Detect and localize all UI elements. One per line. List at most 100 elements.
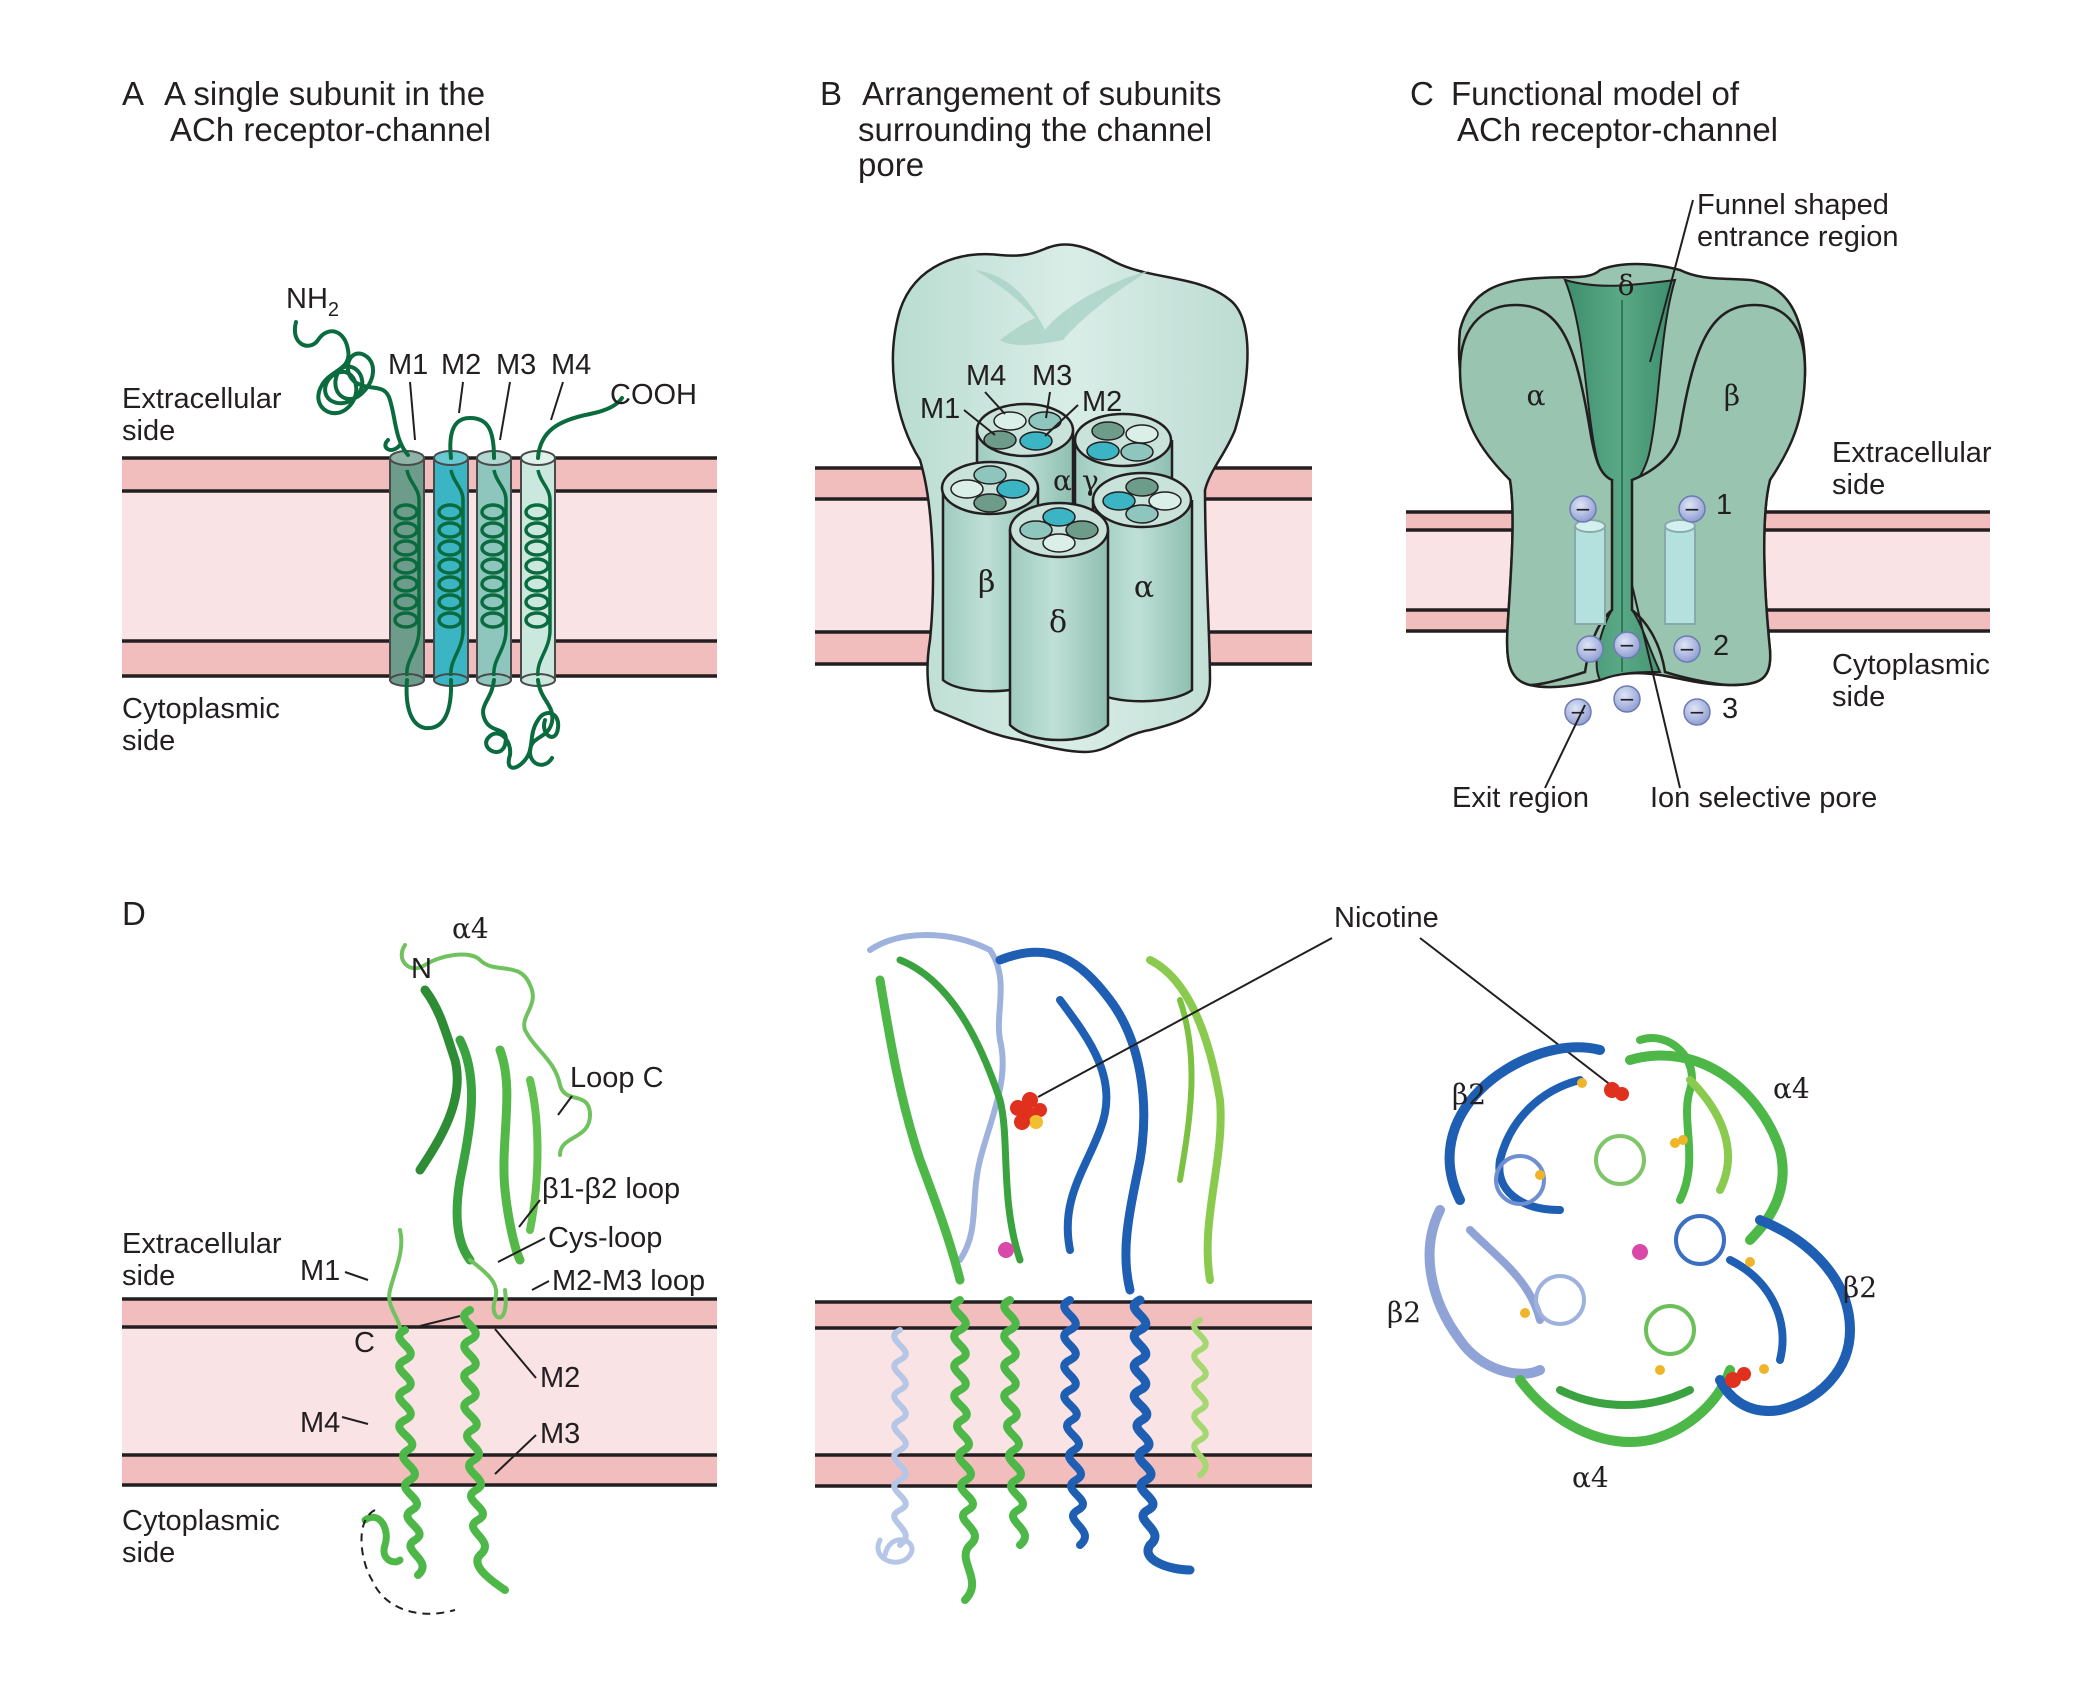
- subunit-label-alpha-back: α: [1053, 464, 1072, 497]
- nicotine-label: Nicotine: [1334, 902, 1439, 934]
- panel-a-title-line2: ACh receptor-channel: [170, 111, 491, 148]
- cooh-terminus-label: COOH: [610, 379, 697, 411]
- cytoplasmic-label-c-1: Cytoplasmic: [1832, 649, 1990, 681]
- leaders-d-left: [341, 1095, 573, 1475]
- subunit-label-beta: β: [978, 565, 995, 600]
- helix-turn: [480, 557, 506, 575]
- yellow-residues-top: [1520, 1078, 1769, 1375]
- top-label-beta2-right: β2: [1843, 1271, 1877, 1304]
- extracellular-label-d-1: Extracellular: [122, 1228, 282, 1260]
- top-label-alpha4-bottom: α4: [1572, 1461, 1609, 1494]
- cytoplasmic-label-d-2: side: [122, 1537, 175, 1569]
- negative-charge-symbol: −: [1582, 637, 1599, 661]
- helix-turn: [524, 521, 550, 539]
- panel-c-title-line2: ACh receptor-channel: [1457, 111, 1778, 148]
- helix-turn: [524, 503, 550, 521]
- membrane-d-left: [122, 1297, 717, 1487]
- helix-turn: [524, 593, 550, 611]
- panel-d-letter: D: [122, 895, 146, 932]
- helix-turn: [437, 503, 463, 521]
- segment-label-m4: M4: [551, 349, 591, 381]
- m2-helices-c: [1574, 519, 1696, 625]
- panel-b-title-line3: pore: [858, 146, 924, 183]
- panel-a-title-line1: A single subunit in the: [164, 75, 485, 112]
- segment-label-b-m4: M4: [966, 360, 1006, 392]
- extracellular-label-c-2: side: [1832, 469, 1885, 501]
- helix-strand: [405, 469, 421, 677]
- negative-charge-symbol: −: [1619, 687, 1636, 711]
- negative-charge-icon: [1576, 635, 1604, 663]
- negative-charge-icon: [1683, 698, 1711, 726]
- helix-turn: [393, 593, 419, 611]
- subunit-label-delta-c: δ: [1618, 269, 1635, 302]
- extracellular-label-d-2: side: [122, 1260, 175, 1292]
- segment-label-b-m3: M3: [1032, 360, 1072, 392]
- helix-turn: [480, 593, 506, 611]
- segment-leaders-b: [963, 391, 1079, 437]
- segment-label-m1: M1: [388, 349, 428, 381]
- nicotine-leaders: [1037, 937, 1613, 1098]
- m2-label-d: M2: [540, 1362, 580, 1394]
- subunit-label-alpha-right: α: [1134, 570, 1154, 605]
- extracellular-label-c-1: Extracellular: [1832, 437, 1992, 469]
- alpha4-label-single: α4: [452, 912, 489, 945]
- helix-turn: [480, 503, 506, 521]
- helix-turn: [437, 593, 463, 611]
- charged-rings: −−−−−−−−: [1564, 495, 1711, 726]
- helix-turn: [393, 611, 419, 629]
- panel-a-letter: A: [122, 75, 144, 112]
- helix-turn: [480, 575, 506, 593]
- ion-selective-pore-label: Ion selective pore: [1650, 782, 1877, 814]
- m1-label-d: M1: [300, 1255, 340, 1287]
- panel-b-title-line2: surrounding the channel: [858, 111, 1212, 148]
- disordered-loop-dashed: [360, 1509, 456, 1615]
- helix-turn: [524, 575, 550, 593]
- polypeptide-chain: [292, 320, 624, 770]
- helix-turn: [437, 575, 463, 593]
- helix-coils: [393, 469, 552, 677]
- negative-charge-symbol: −: [1684, 497, 1701, 521]
- negative-charge-icon: [1613, 631, 1641, 659]
- panel-d: D: [122, 895, 1877, 1615]
- subunit-delta: [1008, 501, 1110, 742]
- b1-b2-loop-label: β1-β2 loop: [542, 1173, 680, 1205]
- helix-turn: [393, 521, 419, 539]
- negative-charge-icon: [1613, 685, 1641, 713]
- panel-a: A A single subunit in the ACh receptor-c…: [122, 75, 717, 770]
- helix-turn: [524, 557, 550, 575]
- helix-turn: [480, 521, 506, 539]
- negative-charge-icon: [1673, 635, 1701, 663]
- cytoplasmic-label-a-1: Cytoplasmic: [122, 693, 280, 725]
- ion-side-view: [998, 1242, 1014, 1258]
- segment-leaders-a: [409, 381, 564, 441]
- negative-charge-icon: [1678, 495, 1706, 523]
- subunit-alpha-right: [1091, 471, 1194, 703]
- pentamer-side-view: [867, 932, 1225, 1604]
- top-label-alpha4-top-right: α4: [1773, 1072, 1810, 1105]
- helix-turn: [393, 539, 419, 557]
- nicotine-molecule-side: [1010, 1092, 1047, 1130]
- helix-turn: [480, 539, 506, 557]
- helix-strand: [536, 469, 552, 677]
- ion-top-view: [1632, 1244, 1648, 1260]
- panel-c-title-line1: Functional model of: [1451, 75, 1740, 112]
- panel-c: C Functional model of ACh receptor-chann…: [1406, 75, 1992, 814]
- helix-turn: [437, 557, 463, 575]
- negative-charge-symbol: −: [1575, 497, 1592, 521]
- negative-charge-symbol: −: [1689, 700, 1706, 724]
- leaders-c: [1544, 199, 1694, 789]
- pentamer-top-view: [1424, 1034, 1856, 1447]
- cytoplasmic-label-a-2: side: [122, 725, 175, 757]
- subunit-label-gamma: γ: [1082, 464, 1099, 497]
- helix-turn: [437, 611, 463, 629]
- helix-turn: [393, 557, 419, 575]
- panel-c-letter: C: [1410, 75, 1434, 112]
- helix-turn: [437, 539, 463, 557]
- panel-b: B Arrangement of subunits surrounding th…: [815, 75, 1312, 754]
- subunit-label-delta: δ: [1049, 605, 1067, 640]
- negative-charge-symbol: −: [1619, 633, 1636, 657]
- helix-turn: [524, 539, 550, 557]
- ring-label-2: 2: [1713, 630, 1729, 662]
- extracellular-label-a-1: Extracellular: [122, 383, 282, 415]
